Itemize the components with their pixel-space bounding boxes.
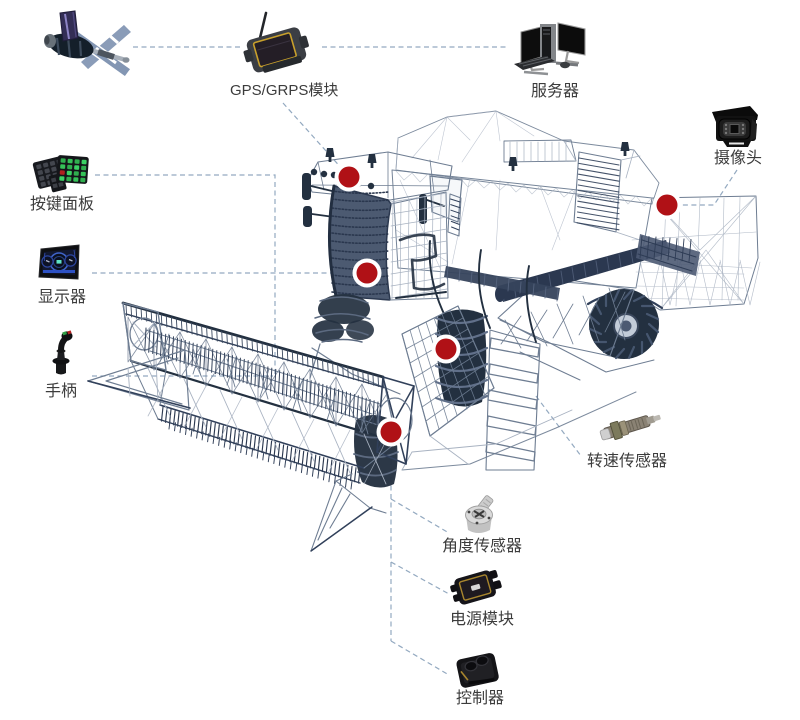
svg-text:手柄: 手柄: [45, 382, 77, 400]
svg-text:GPS/GRPS模块: GPS/GRPS模块: [230, 82, 338, 99]
svg-text:角度传感器: 角度传感器: [442, 537, 522, 555]
svg-text:电源模块: 电源模块: [450, 610, 514, 628]
svg-text:摄像头: 摄像头: [714, 149, 762, 167]
svg-text:按键面板: 按键面板: [30, 195, 94, 213]
svg-text:转速传感器: 转速传感器: [587, 452, 667, 470]
svg-text:控制器: 控制器: [456, 689, 504, 707]
svg-text:服务器: 服务器: [531, 82, 579, 100]
svg-text:显示器: 显示器: [38, 288, 86, 306]
